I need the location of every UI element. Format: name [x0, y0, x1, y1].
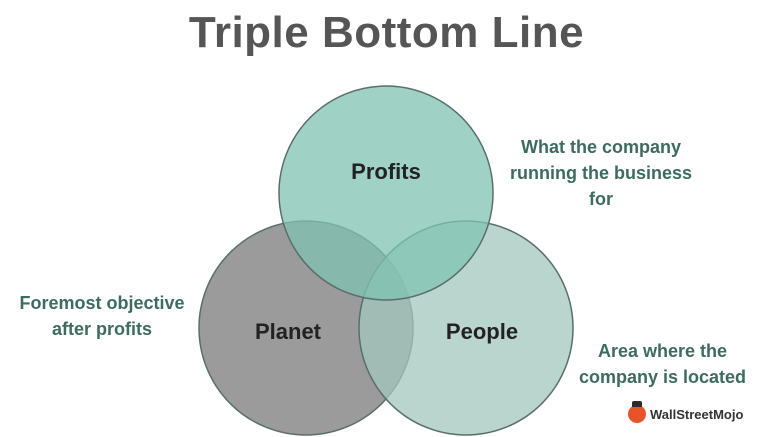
annotation-planet-line: Foremost objective	[19, 293, 185, 313]
annotation-planet-line: after profits	[51, 319, 152, 339]
circle-profits	[278, 85, 494, 301]
annotation-people-line: company is located	[578, 367, 747, 387]
annotation-profits-line: for	[589, 189, 613, 209]
brand-logo-text: WallStreetMojo	[650, 406, 744, 422]
annotation-people-line: Area where the	[597, 341, 728, 361]
circle-label-planet: Planet	[255, 319, 322, 344]
annotation-people: Area where the company is located	[555, 338, 770, 390]
circle-label-profits: Profits	[351, 159, 421, 184]
annotation-profits-line: What the company	[520, 137, 681, 157]
brand-logo: WallStreetMojo	[628, 401, 744, 423]
mascot-icon	[628, 401, 646, 423]
annotation-profits-line: running the business	[509, 163, 692, 183]
diagram-title: Triple Bottom Line	[188, 8, 585, 57]
annotation-profits: What the company running the business fo…	[476, 134, 726, 212]
annotation-planet: Foremost objective after profits	[2, 290, 202, 342]
circle-label-people: People	[446, 319, 518, 344]
